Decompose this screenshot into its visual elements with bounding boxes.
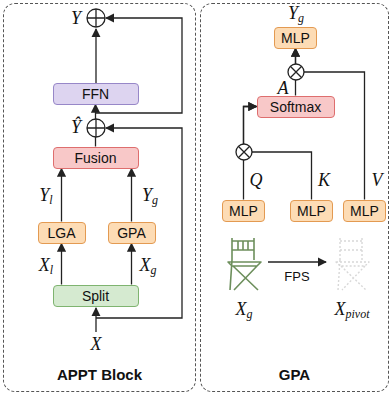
fps-arrow: [268, 261, 326, 262]
box-label: MLP: [229, 203, 258, 219]
softmax-box: Softmax: [257, 96, 335, 118]
lga-box: LGA: [38, 222, 86, 244]
add-symbol: [87, 9, 105, 27]
subscript: g: [152, 193, 158, 207]
add-symbol: [87, 119, 105, 137]
connector-arrow: [61, 169, 62, 222]
math-symbol: A: [278, 79, 289, 97]
chair-illustration: [228, 238, 261, 290]
subscript: l: [50, 263, 53, 277]
math-symbol: Yg: [288, 4, 304, 24]
box-label: LGA: [47, 225, 75, 241]
subscript: g: [298, 11, 304, 25]
split-box: Split: [53, 285, 139, 307]
box-label: MLP: [350, 203, 379, 219]
add-symbol: [87, 119, 105, 137]
panel-title: APPT Block: [4, 366, 195, 383]
math-symbol: Xpivot: [335, 300, 370, 320]
math-symbol: Yg: [142, 186, 158, 206]
gpa-panel: GPAMLPSoftmaxMLPMLPMLP: [200, 3, 389, 392]
math-symbol: Y: [71, 9, 81, 27]
box-label: FFN: [82, 86, 109, 102]
ffn-box: FFN: [53, 83, 139, 105]
math-symbol: Xg: [140, 256, 157, 276]
add-symbol: [87, 9, 105, 27]
connector-arrow: [296, 49, 365, 200]
subscript: g: [151, 263, 157, 277]
math-symbol: Xl: [39, 256, 53, 276]
gpa-box: GPA: [108, 222, 156, 244]
pivot-chair: [336, 238, 369, 290]
subscript: g: [247, 307, 253, 321]
input-arrow: [95, 308, 96, 332]
math-symbol: Q: [250, 171, 263, 189]
box-label: MLP: [297, 203, 326, 219]
fusion-box: Fusion: [53, 147, 139, 169]
connector-arrow: [131, 244, 132, 285]
box-label: Split: [82, 288, 109, 304]
mlp-box: MLP: [290, 200, 333, 222]
connector-arrow: [61, 244, 62, 285]
connector-arrow: [244, 107, 312, 200]
math-symbol: Ŷ: [71, 118, 81, 136]
box-label: Fusion: [74, 150, 116, 166]
math-symbol: V: [372, 171, 383, 189]
panel-title: GPA: [201, 366, 388, 383]
mlp-box: MLP: [274, 27, 317, 49]
math-symbol: K: [318, 171, 330, 189]
math-symbol: X: [91, 335, 102, 353]
appt-block-panel: APPT Block FFN FusionLGA GPA Split: [3, 3, 196, 392]
box-label: MLP: [281, 30, 310, 46]
box-label: GPA: [117, 225, 146, 241]
multiply-symbol: [236, 144, 252, 160]
operation-label: FPS: [284, 270, 309, 283]
ffn-output-arrow: [95, 29, 96, 83]
subscript: pivot: [346, 307, 370, 321]
multiply-symbol: [288, 64, 304, 80]
subscript: l: [49, 193, 52, 207]
multiply-symbol: [238, 146, 249, 157]
math-symbol: Yl: [39, 186, 52, 206]
mlp-box: MLP: [343, 200, 386, 222]
pivot-chair: [336, 238, 369, 290]
chair-illustration: [228, 238, 261, 290]
box-label: Softmax: [270, 99, 321, 115]
connector-arrow: [131, 169, 132, 222]
multiply-symbol: [290, 66, 301, 77]
math-symbol: Xg: [236, 300, 253, 320]
mlp-box: MLP: [222, 200, 265, 222]
